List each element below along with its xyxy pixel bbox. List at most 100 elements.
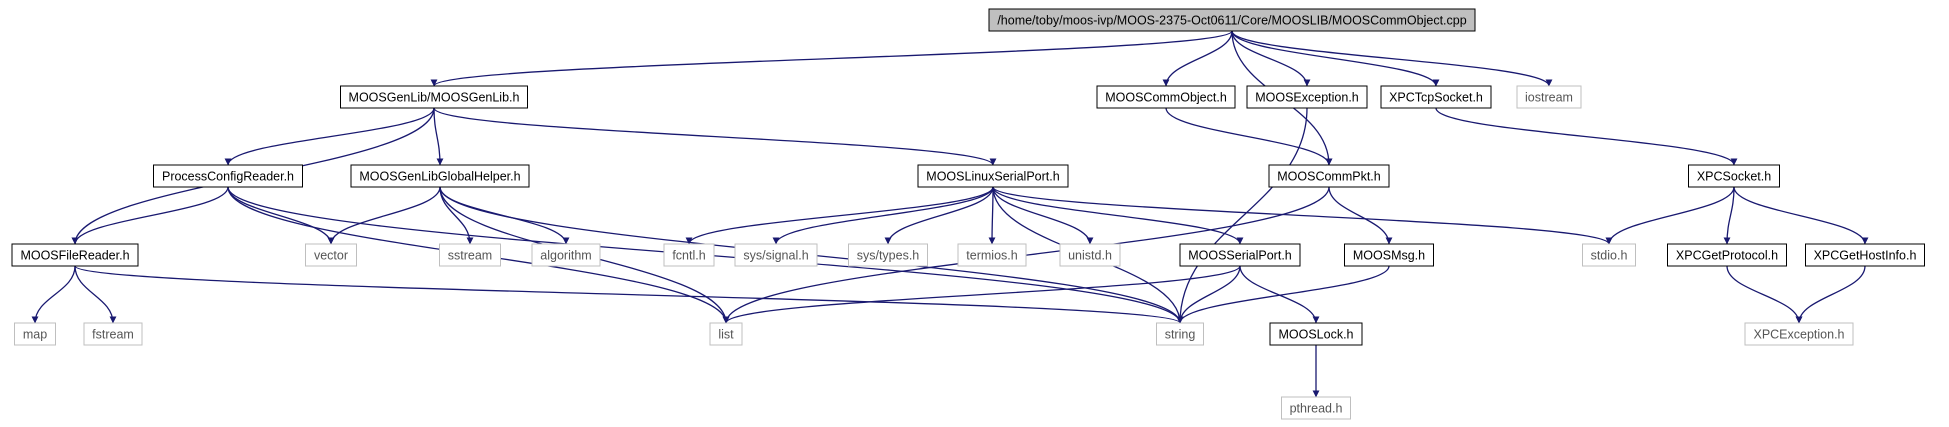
node-box-linuxserial xyxy=(917,164,1069,188)
node-label-map: map xyxy=(23,327,47,341)
node-label-gethostinfo: XPCGetHostInfo.h xyxy=(1814,248,1917,262)
node-box-vector xyxy=(305,243,357,267)
edge-gethostinfo-to-xpcexception xyxy=(1795,265,1866,324)
node-vector: vector xyxy=(305,243,357,267)
edge-linuxserial-to-stdio xyxy=(992,186,1613,245)
edge-genlib-to-globalhelper xyxy=(433,107,444,166)
node-label-iostream: iostream xyxy=(1525,90,1573,104)
edge-commobj-to-commpkt xyxy=(1165,107,1333,166)
node-procconf[interactable]: ProcessConfigReader.h xyxy=(153,164,303,188)
edge-genlib-to-linuxserial xyxy=(433,107,997,166)
edge-xpcsocket-to-gethostinfo xyxy=(1733,186,1869,245)
node-label-commobj: MOOSCommObject.h xyxy=(1105,90,1227,104)
node-label-list: list xyxy=(718,327,734,341)
node-commobj[interactable]: MOOSCommObject.h xyxy=(1096,85,1236,109)
edge-serialport-to-string xyxy=(1176,265,1241,324)
node-list: list xyxy=(709,322,743,346)
edge-root-to-commobj xyxy=(1162,30,1233,87)
edge-linuxserial-to-serialport xyxy=(992,186,1244,245)
edge-xpcsocket-to-getprotocol xyxy=(1723,186,1735,245)
edge-genlib-to-procconf xyxy=(224,107,435,166)
node-label-getprotocol: XPCGetProtocol.h xyxy=(1676,248,1778,262)
node-box-gethostinfo xyxy=(1805,243,1925,267)
edge-root-to-xpctcp xyxy=(1231,30,1440,87)
node-box-types xyxy=(848,243,928,267)
node-serialport[interactable]: MOOSSerialPort.h xyxy=(1179,243,1301,267)
node-getprotocol[interactable]: XPCGetProtocol.h xyxy=(1667,243,1787,267)
node-label-filereader: MOOSFileReader.h xyxy=(20,248,129,262)
node-fstream: fstream xyxy=(83,322,143,346)
node-genlib[interactable]: MOOSGenLib/MOOSGenLib.h xyxy=(340,85,528,109)
node-moosmsg[interactable]: MOOSMsg.h xyxy=(1344,243,1434,267)
node-algorithm: algorithm xyxy=(531,243,601,267)
edge-procconf-to-vector xyxy=(227,186,335,245)
node-xpcsocket[interactable]: XPCSocket.h xyxy=(1688,164,1780,188)
node-label-globalhelper: MOOSGenLibGlobalHelper.h xyxy=(359,169,520,183)
node-label-termios: termios.h xyxy=(966,248,1017,262)
node-unistd: unistd.h xyxy=(1059,243,1121,267)
node-label-mooslock: MOOSLock.h xyxy=(1278,327,1353,341)
node-label-xpcexception: XPCException.h xyxy=(1753,327,1844,341)
edge-linuxserial-to-signal xyxy=(772,186,994,245)
edge-serialport-to-mooslock xyxy=(1239,265,1320,324)
edge-root-to-iostream xyxy=(1231,30,1553,87)
node-box-string xyxy=(1156,322,1204,346)
node-box-fcntl xyxy=(663,243,715,267)
edge-procconf-to-filereader xyxy=(71,186,229,245)
node-sstream: sstream xyxy=(439,243,501,267)
node-label-vector: vector xyxy=(314,248,348,262)
node-stdio: stdio.h xyxy=(1582,243,1636,267)
node-fcntl: fcntl.h xyxy=(663,243,715,267)
edge-linuxserial-to-termios xyxy=(988,186,996,245)
edge-commpkt-to-list xyxy=(722,186,1330,324)
node-label-sstream: sstream xyxy=(448,248,492,262)
node-label-linuxserial: MOOSLinuxSerialPort.h xyxy=(926,169,1059,183)
node-box-list xyxy=(709,322,743,346)
node-root[interactable]: /home/toby/moos-ivp/MOOS-2375-Oct0611/Co… xyxy=(988,8,1476,32)
node-box-unistd xyxy=(1059,243,1121,267)
node-linuxserial[interactable]: MOOSLinuxSerialPort.h xyxy=(917,164,1069,188)
node-box-algorithm xyxy=(531,243,601,267)
node-label-exception: MOOSException.h xyxy=(1255,90,1359,104)
edge-xpcsocket-to-stdio xyxy=(1605,186,1735,245)
node-label-stdio: stdio.h xyxy=(1591,248,1628,262)
node-exception[interactable]: MOOSException.h xyxy=(1246,85,1368,109)
edge-xpctcp-to-xpcsocket xyxy=(1435,107,1738,166)
node-globalhelper[interactable]: MOOSGenLibGlobalHelper.h xyxy=(350,164,530,188)
node-types: sys/types.h xyxy=(848,243,928,267)
node-commpkt[interactable]: MOOSCommPkt.h xyxy=(1268,164,1390,188)
edges-layer xyxy=(31,30,1869,398)
node-string: string xyxy=(1156,322,1204,346)
node-box-serialport xyxy=(1179,243,1301,267)
node-box-iostream xyxy=(1516,85,1582,109)
edge-filereader-to-map xyxy=(31,265,76,324)
node-box-root xyxy=(988,8,1476,32)
node-box-stdio xyxy=(1582,243,1636,267)
node-box-xpctcp xyxy=(1380,85,1492,109)
edge-moosmsg-to-string xyxy=(1176,265,1390,324)
edge-linuxserial-to-fcntl xyxy=(685,186,994,245)
node-label-fstream: fstream xyxy=(92,327,134,341)
node-iostream: iostream xyxy=(1516,85,1582,109)
node-box-procconf xyxy=(153,164,303,188)
node-xpctcp[interactable]: XPCTcpSocket.h xyxy=(1380,85,1492,109)
edge-filereader-to-fstream xyxy=(74,265,117,324)
node-box-map xyxy=(14,322,56,346)
edge-serialport-to-list xyxy=(722,265,1241,324)
node-label-string: string xyxy=(1165,327,1196,341)
node-box-commobj xyxy=(1096,85,1236,109)
node-mooslock[interactable]: MOOSLock.h xyxy=(1269,322,1363,346)
node-filereader[interactable]: MOOSFileReader.h xyxy=(11,243,139,267)
node-box-pthread xyxy=(1281,396,1351,420)
edge-exception-to-string xyxy=(1176,107,1308,324)
node-box-exception xyxy=(1246,85,1368,109)
node-gethostinfo[interactable]: XPCGetHostInfo.h xyxy=(1805,243,1925,267)
edge-linuxserial-to-unistd xyxy=(992,186,1094,245)
node-box-getprotocol xyxy=(1667,243,1787,267)
node-label-xpcsocket: XPCSocket.h xyxy=(1697,169,1771,183)
node-pthread: pthread.h xyxy=(1281,396,1351,420)
node-termios: termios.h xyxy=(957,243,1027,267)
node-box-globalhelper xyxy=(350,164,530,188)
edge-root-to-genlib xyxy=(430,30,1233,87)
